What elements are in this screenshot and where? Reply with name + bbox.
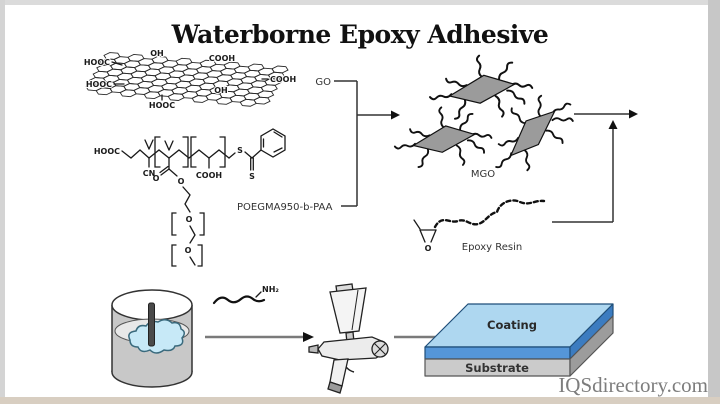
coating-substrate-slab: Coating Substrate — [424, 303, 614, 377]
polymer-cn: CN — [143, 169, 156, 178]
frame-border-top — [0, 0, 720, 5]
polymer-s-double: S — [249, 172, 255, 181]
frame-border-right — [708, 0, 720, 404]
arrow-beaker-to-gun — [205, 332, 314, 342]
benzene-ring — [260, 128, 286, 158]
go-cooh-top: COOH — [209, 54, 235, 63]
reaction-bracket: GO POEGMA950-b-PAA — [237, 77, 400, 213]
polymer-cooh: COOH — [196, 171, 222, 180]
go-oh-mid: OH — [214, 86, 228, 95]
arrow-mgo-right — [574, 109, 638, 119]
polymer-o-carbonyl: O — [153, 174, 160, 183]
amine-label: NH₂ — [262, 285, 279, 294]
mgo-structure: MGO — [395, 56, 588, 185]
go-hooc-left2: HOOC — [86, 80, 112, 89]
epoxy-resin-label: Epoxy Resin — [462, 242, 522, 253]
polymer-structure: HOOC CN O O O O COOH S — [94, 128, 286, 267]
frame-border-bottom — [0, 397, 720, 404]
beaker — [111, 289, 193, 388]
go-cooh-right: COOH — [270, 75, 296, 84]
substrate-label: Substrate — [465, 361, 529, 375]
arrow-epoxy-up — [552, 120, 618, 223]
epoxy-resin-structure: O Epoxy Resin — [413, 199, 546, 253]
stirrer-rod — [148, 302, 155, 347]
go-hooc-left1: HOOC — [84, 58, 110, 67]
watermark: IQSdirectory.com — [558, 373, 708, 397]
coating-front-face — [424, 346, 571, 360]
coating-label: Coating — [487, 318, 537, 332]
go-hooc-bottom: HOOC — [149, 101, 175, 110]
go-oh-top: OH — [150, 49, 164, 58]
spray-gun — [308, 283, 389, 394]
polymer-hooc: HOOC — [94, 147, 120, 156]
go-label: GO — [315, 77, 331, 88]
substrate-side-face — [569, 315, 614, 377]
amine-molecule: NH₂ — [212, 284, 280, 305]
frame-border-left — [0, 0, 5, 404]
page-title: Waterborne Epoxy Adhesive — [171, 20, 549, 49]
polymer-s-link: S — [237, 146, 243, 155]
liquid-blob — [128, 319, 185, 354]
graphene-oxide-structure: HOOC HOOC OH COOH COOH OH HOOC — [83, 48, 297, 111]
gun-nozzle — [308, 344, 319, 354]
gun-handle-tip — [327, 381, 343, 394]
polymer-o-ester: O — [178, 177, 185, 186]
poegma-label: POEGMA950-b-PAA — [237, 202, 333, 213]
polymer-o-peg2: O — [185, 246, 192, 255]
epoxide-oxygen: O — [425, 244, 432, 253]
epoxy-chain — [433, 199, 546, 229]
polymer-o-peg1: O — [186, 215, 193, 224]
mgo-label: MGO — [471, 169, 495, 180]
